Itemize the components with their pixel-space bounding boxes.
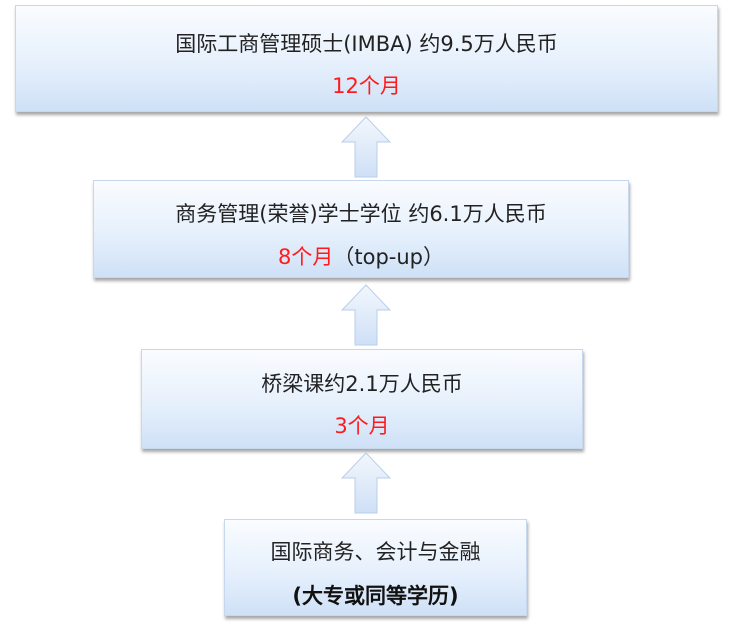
degree-box: 商务管理(荣誉)学士学位 约6.1万人民币 8个月（top-up）	[93, 180, 629, 278]
entry-title: 国际商务、会计与金融	[270, 540, 481, 564]
degree-title: 商务管理(荣誉)学士学位 约6.1万人民币	[175, 202, 547, 226]
entry-box: 国际商务、会计与金融 (大专或同等学历)	[224, 519, 527, 616]
imba-duration: 12个月	[332, 74, 401, 98]
arrow-up-icon	[341, 452, 391, 514]
bridge-title: 桥梁课约2.1万人民币	[261, 372, 463, 396]
bridge-duration: 3个月	[334, 414, 390, 438]
imba-box: 国际工商管理硕士(IMBA) 约9.5万人民币 12个月	[15, 5, 718, 112]
degree-duration: 8个月	[277, 245, 334, 269]
entry-requirement: (大专或同等学历)	[292, 584, 459, 608]
bridge-box: 桥梁课约2.1万人民币 3个月	[141, 349, 583, 449]
imba-title: 国际工商管理硕士(IMBA) 约9.5万人民币	[175, 32, 558, 56]
arrow-up-icon	[341, 284, 391, 346]
arrow-up-icon	[341, 116, 391, 178]
degree-note: （top-up）	[333, 245, 444, 269]
